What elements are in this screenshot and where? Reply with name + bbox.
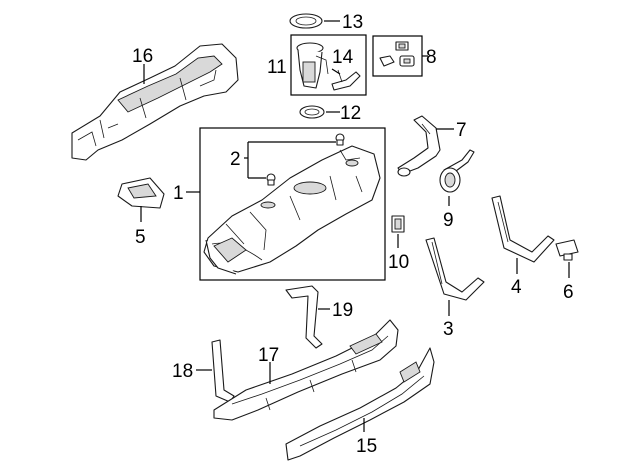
part-16-heat-shield (71, 43, 239, 161)
label-18: 18 (172, 361, 193, 382)
callout-labels: 13 11 14 8 12 16 7 2 1 5 9 10 4 6 3 19 1… (132, 12, 574, 457)
part-17-skid-plate (213, 319, 399, 421)
label-7: 7 (456, 120, 467, 141)
label-2: 2 (230, 149, 241, 170)
label-17: 17 (258, 345, 279, 366)
label-3: 3 (443, 319, 454, 340)
label-4: 4 (511, 277, 522, 298)
label-1: 1 (173, 183, 184, 204)
part-3-strap (425, 237, 485, 301)
label-5: 5 (135, 227, 146, 248)
part-13-lock-ring (289, 13, 323, 29)
part-2-bolts (266, 133, 345, 186)
part-5-bracket (117, 177, 165, 209)
part-1-fuel-tank (203, 145, 381, 275)
label-9: 9 (443, 210, 454, 231)
part-9-filler-cap (439, 149, 475, 193)
part-4-strap (491, 195, 555, 263)
part-18-strap (211, 339, 235, 403)
label-11: 11 (267, 57, 287, 78)
part-12-seal (299, 105, 325, 119)
part-11-fuel-pump (296, 42, 329, 89)
part-10-insulator (391, 215, 405, 233)
label-15: 15 (356, 436, 377, 457)
part-11-group-box (290, 34, 367, 96)
leader-lines (140, 20, 570, 432)
label-10: 10 (388, 252, 409, 273)
label-12: 12 (340, 103, 361, 124)
label-14: 14 (332, 47, 354, 68)
label-6: 6 (563, 282, 574, 303)
part-1-group-box (199, 127, 386, 281)
label-16: 16 (132, 46, 153, 67)
label-8: 8 (426, 47, 437, 68)
label-19: 19 (332, 300, 353, 321)
part-19-strap (285, 285, 323, 349)
part-7-filler-pipe (397, 115, 441, 177)
part-14-sensor (331, 69, 361, 91)
part-8-clips (379, 41, 415, 67)
label-13: 13 (342, 12, 363, 33)
part-6-bolt (555, 239, 579, 261)
part-15-heat-shield (285, 347, 435, 461)
